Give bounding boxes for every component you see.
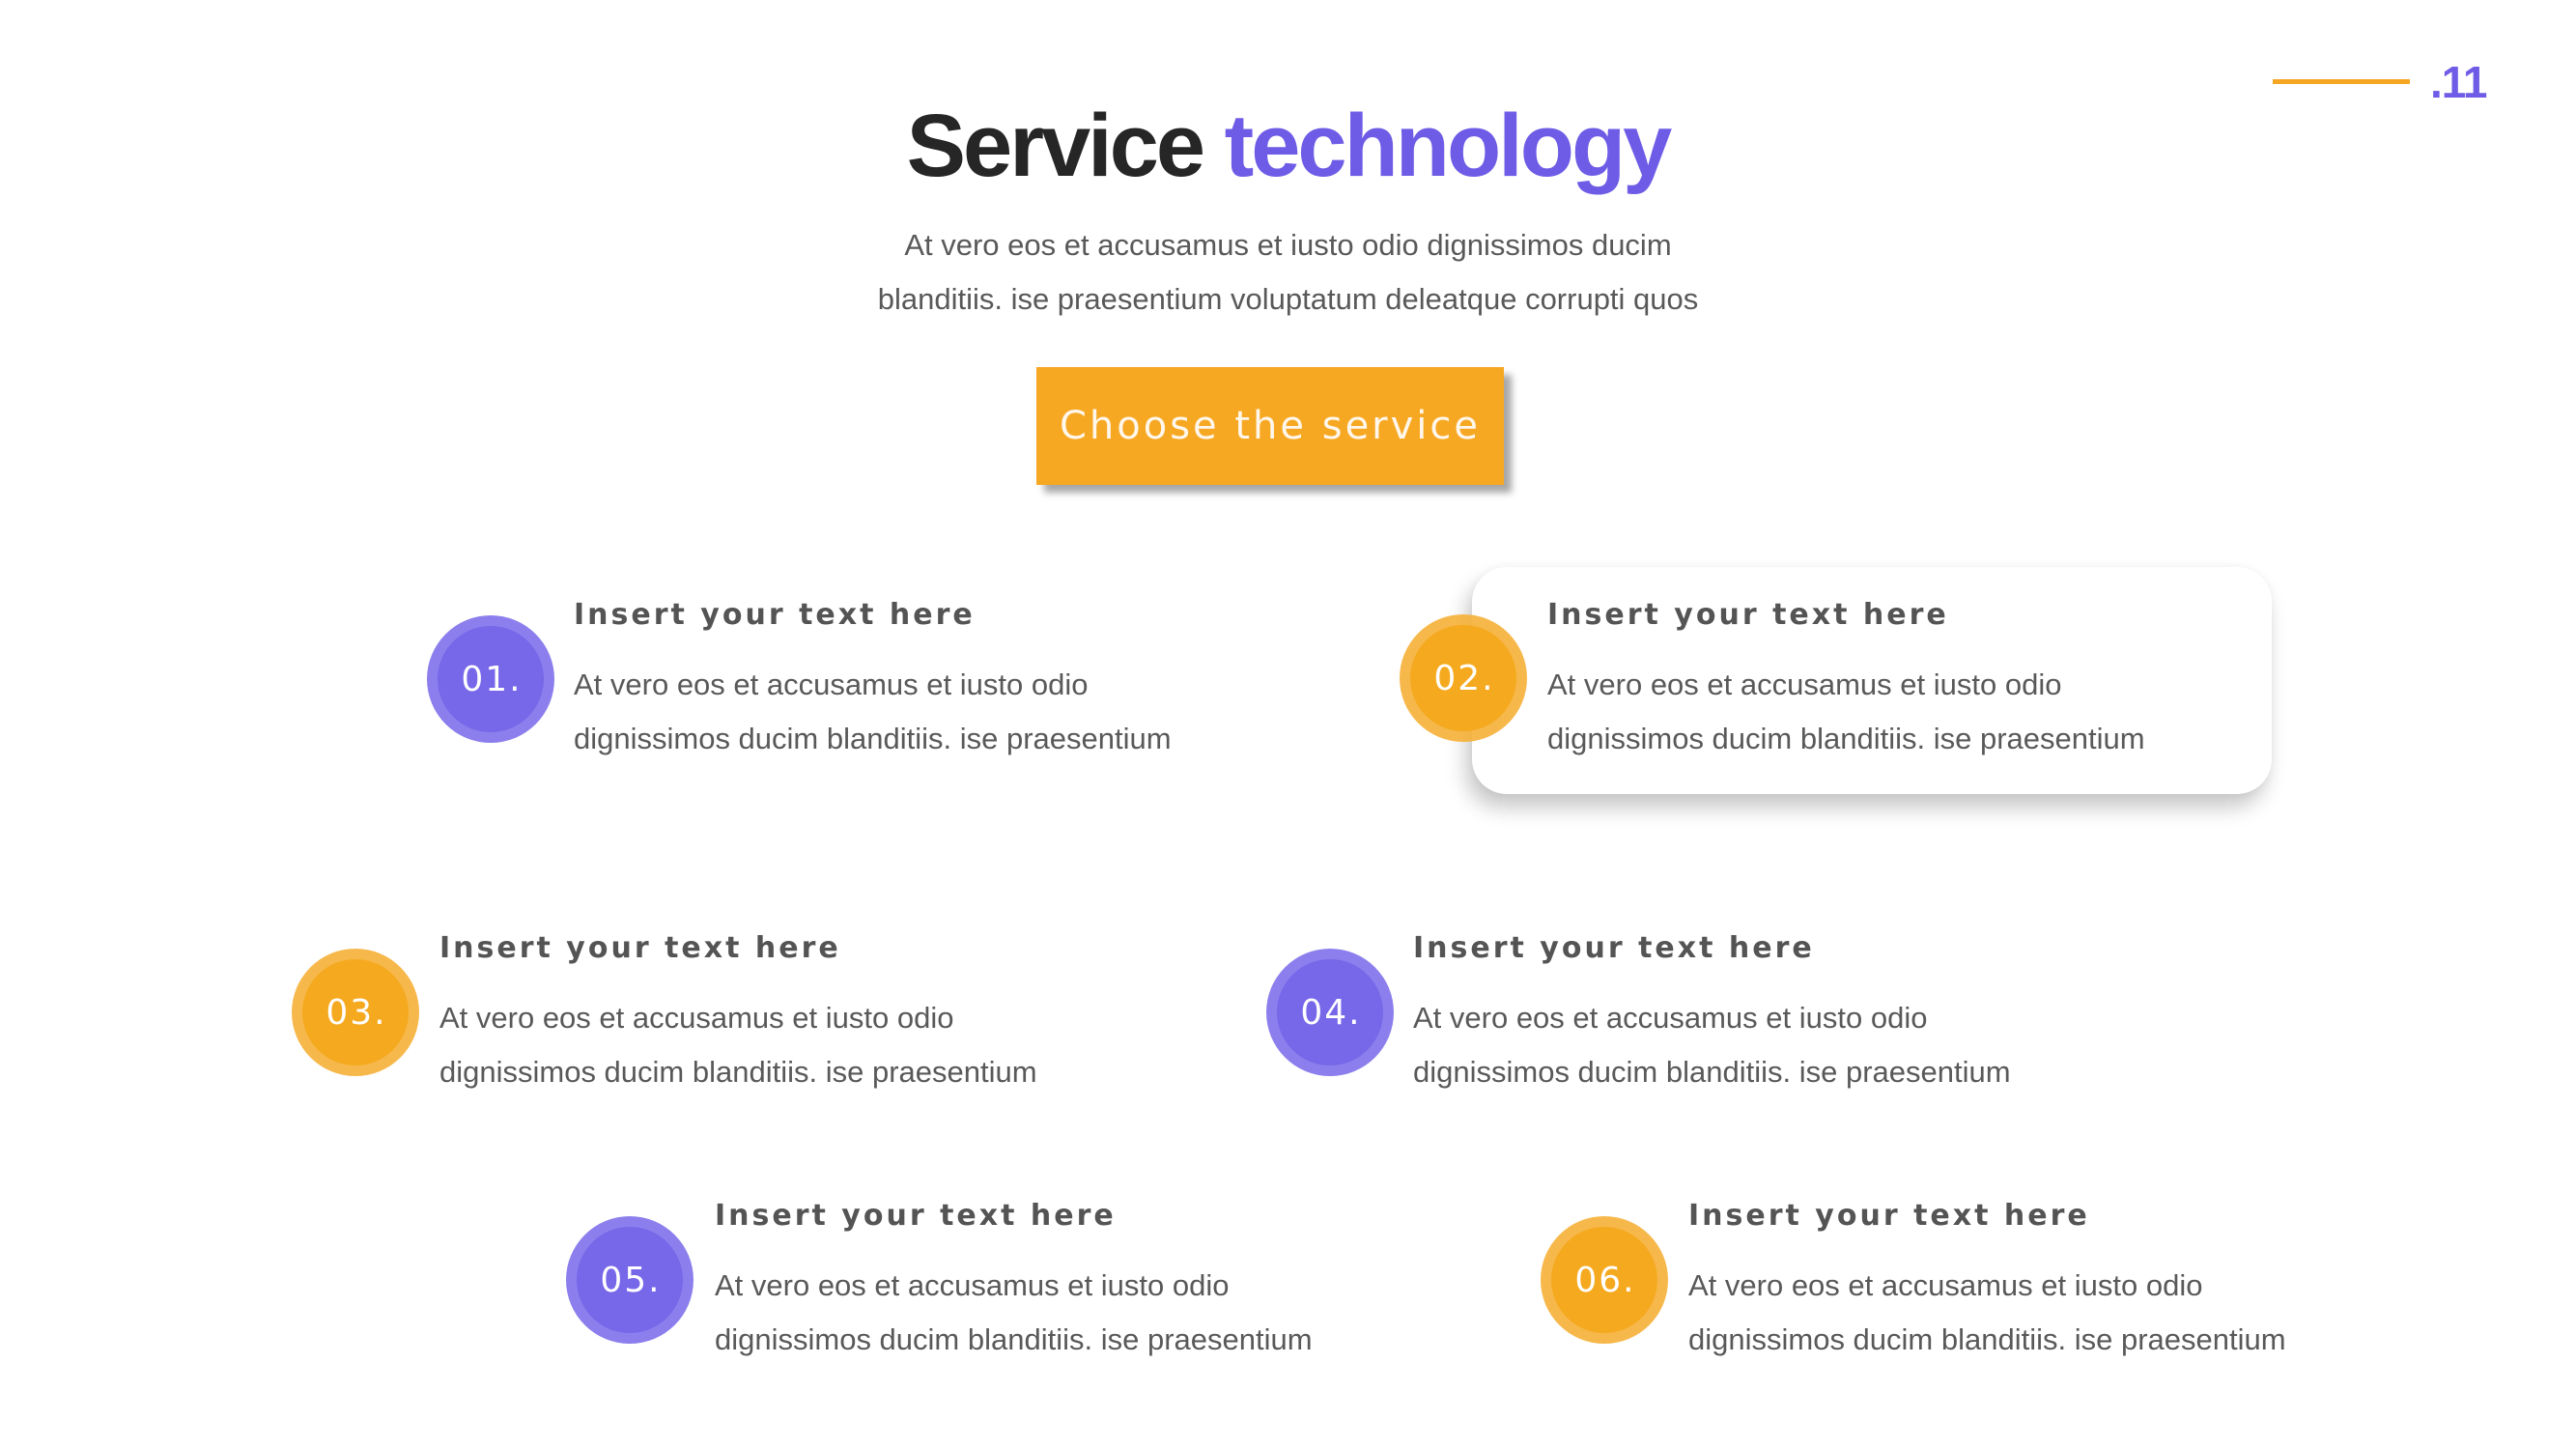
subtitle-line: blanditiis. ise praesentium voluptatum d… [877,282,1699,316]
choose-service-button[interactable]: Choose the service [1036,367,1504,485]
service-body: At vero eos et accusamus et iusto odio d… [1413,991,2011,1099]
service-body-line: dignissimos ducim blanditiis. ise praese… [1547,722,2145,755]
number-badge: 06. [1541,1216,1668,1344]
page-accent-line [2273,79,2410,84]
page-subtitle: At vero eos et accusamus et iusto odio d… [0,218,2576,327]
service-heading: Insert your text here [574,598,976,632]
service-body-line: At vero eos et accusamus et iusto odio [1413,1001,1928,1035]
service-body: At vero eos et accusamus et iusto odio d… [1688,1259,2286,1367]
service-body: At vero eos et accusamus et iusto odio d… [439,991,1037,1099]
service-body-line: dignissimos ducim blanditiis. ise praese… [1688,1322,2286,1356]
badge-number: 01. [438,626,544,732]
subtitle-line: At vero eos et accusamus et iusto odio d… [904,228,1672,262]
service-heading: Insert your text here [1688,1199,2090,1233]
service-heading: Insert your text here [1547,598,1949,632]
service-body-line: At vero eos et accusamus et iusto odio [439,1001,954,1035]
badge-number: 04. [1277,959,1383,1065]
number-badge: 01. [427,615,554,743]
service-body: At vero eos et accusamus et iusto odio d… [715,1259,1313,1367]
service-heading: Insert your text here [1413,931,1815,965]
service-heading: Insert your text here [715,1199,1117,1233]
page-number: .11 [2430,57,2487,107]
badge-number: 03. [302,959,409,1065]
service-body-line: dignissimos ducim blanditiis. ise praese… [439,1055,1037,1089]
service-body: At vero eos et accusamus et iusto odio d… [574,658,1172,766]
service-body-line: At vero eos et accusamus et iusto odio [715,1268,1230,1302]
number-badge: 02. [1400,614,1527,742]
service-body-line: dignissimos ducim blanditiis. ise praese… [1413,1055,2011,1089]
service-heading: Insert your text here [439,931,841,965]
title-accent: technology [1224,97,1673,195]
title-main: Service [906,97,1205,195]
service-body-line: At vero eos et accusamus et iusto odio [574,668,1089,701]
service-body-line: dignissimos ducim blanditiis. ise praese… [574,722,1172,755]
number-badge: 04. [1266,949,1394,1076]
service-body: At vero eos et accusamus et iusto odio d… [1547,658,2145,766]
badge-number: 06. [1551,1227,1657,1333]
number-badge: 03. [292,949,419,1076]
highlight-card [1472,567,2272,794]
service-body-line: dignissimos ducim blanditiis. ise praese… [715,1322,1313,1356]
service-body-line: At vero eos et accusamus et iusto odio [1688,1268,2203,1302]
badge-number: 05. [577,1227,683,1333]
badge-number: 02. [1410,625,1516,731]
page-title: Service technology [0,93,2576,199]
number-badge: 05. [566,1216,694,1344]
service-body-line: At vero eos et accusamus et iusto odio [1547,668,2062,701]
